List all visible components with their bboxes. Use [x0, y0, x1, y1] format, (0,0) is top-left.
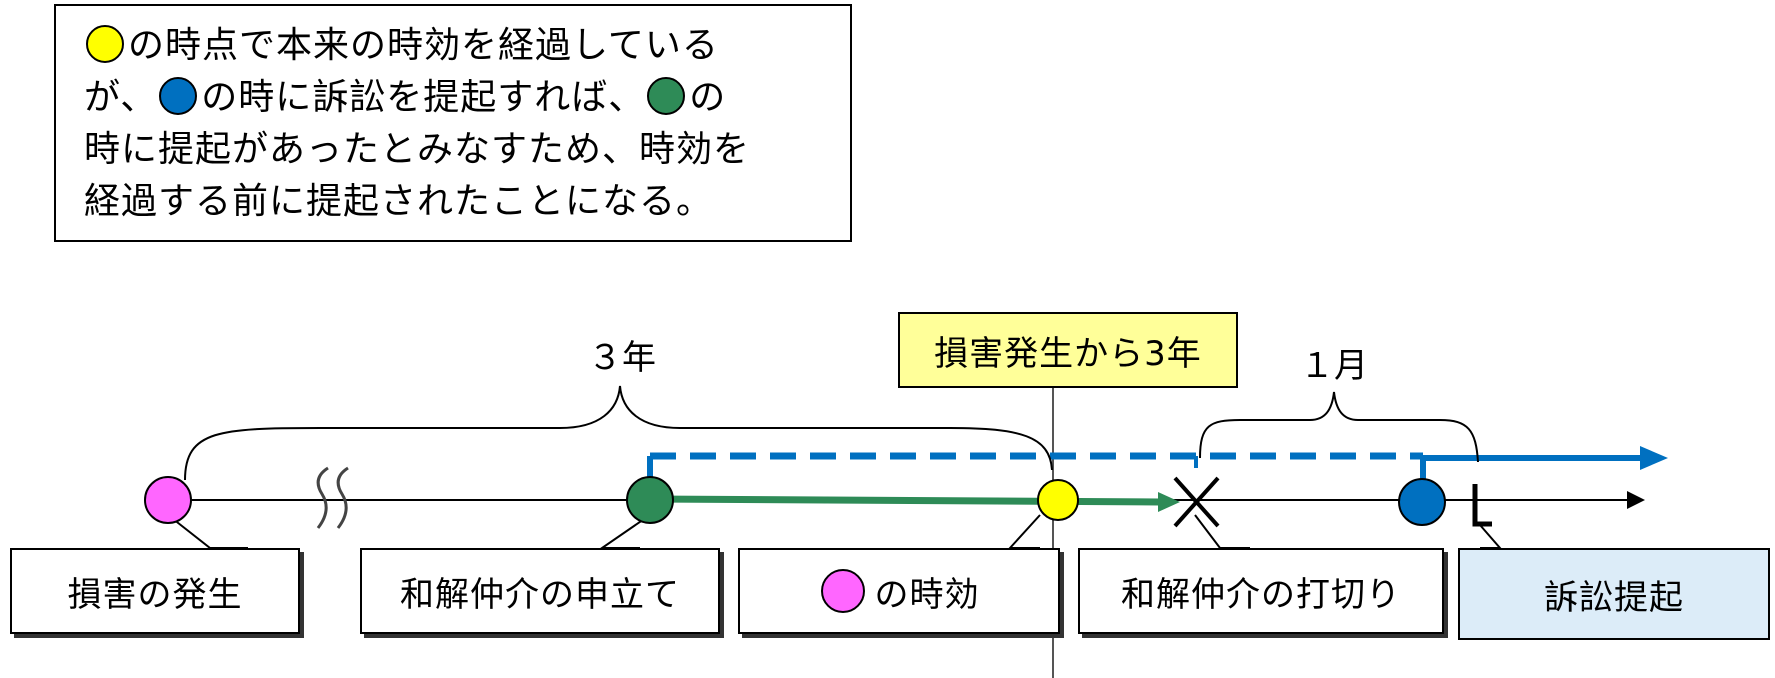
- termination-x-mark-b: [1173, 476, 1220, 528]
- note-line-2-suffix: の: [689, 77, 727, 118]
- callout-termination: [1194, 514, 1250, 549]
- green-dot-icon: [647, 77, 686, 115]
- note-line-1: の時点で本来の時効を経過している: [84, 20, 826, 72]
- one-month-brace: [1199, 391, 1479, 463]
- main-timeline-arrowhead: [1627, 491, 1645, 509]
- green-arrowhead: [1158, 492, 1180, 512]
- application-callout: 和解仲介の申立て: [360, 548, 720, 634]
- note-line-2-prefix: が、: [84, 77, 158, 118]
- lawsuit-callout: 訴訟提起: [1458, 548, 1770, 640]
- deadline-label: 損害発生から3年: [898, 312, 1238, 388]
- pink-dot-icon: [820, 569, 865, 613]
- damage-point: [144, 476, 192, 524]
- note-line-2: が、 の時に訴訟を提起すれば、 の: [84, 72, 826, 124]
- expiry-point: [1037, 479, 1079, 521]
- note-line-2-middle: の時に訴訟を提起すれば、: [201, 77, 646, 118]
- lawsuit-marker: [1472, 484, 1492, 527]
- three-year-label: ３年: [588, 338, 656, 378]
- note-line-3: 時に提起があったとみなすため、時効を: [84, 129, 751, 170]
- green-arrow: [649, 495, 1161, 506]
- note-line-1-text: の時点で本来の時効を経過している: [128, 25, 719, 66]
- one-month-label: １月: [1300, 346, 1368, 386]
- blue-dot-icon: [159, 77, 198, 115]
- lawsuit-point: [1398, 478, 1446, 526]
- note-line-4: 経過する前に提起されたことになる。: [84, 181, 714, 222]
- expiry-callout: の時効: [738, 548, 1060, 634]
- termination-callout: 和解仲介の打切り: [1078, 548, 1444, 634]
- blue-solid-arrowhead: [1640, 446, 1668, 470]
- damage-callout: 損害の発生: [10, 548, 300, 634]
- break-mark-1: [316, 466, 329, 529]
- explanation-note: の時点で本来の時効を経過している が、 の時に訴訟を提起すれば、 の 時に提起があっ…: [54, 4, 852, 242]
- three-year-brace: [184, 385, 1053, 481]
- callout-lawsuit: [1479, 524, 1503, 549]
- application-point: [626, 476, 674, 524]
- break-mark-2: [336, 466, 349, 529]
- callout-expiry: [1007, 514, 1041, 549]
- yellow-dot-icon: [86, 25, 124, 63]
- expiry-callout-text: の時効: [874, 574, 980, 615]
